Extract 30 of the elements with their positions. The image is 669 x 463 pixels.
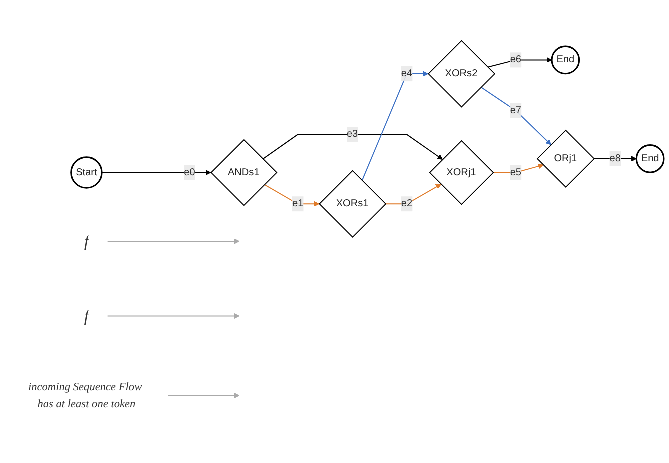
arrow <box>488 57 552 68</box>
arrow <box>168 392 240 398</box>
node-diamond: XORj1 <box>429 140 494 206</box>
edge-label: e3 <box>346 129 358 140</box>
edge-label: e1 <box>292 198 304 210</box>
edge-label: e6 <box>510 54 522 66</box>
node-circle: End <box>551 46 580 75</box>
arrow <box>262 134 444 160</box>
arrow <box>102 170 212 176</box>
arrow <box>386 184 442 205</box>
node-diamond: XORs2 <box>428 40 496 108</box>
edge-label: e8 <box>610 153 621 164</box>
arrow <box>108 314 240 320</box>
node-text: f <box>84 307 89 326</box>
arrow <box>480 86 552 146</box>
arrow <box>108 238 240 244</box>
edge-label: e5 <box>510 167 522 178</box>
node-diamond: XORs1 <box>319 170 387 238</box>
edge-label: e4 <box>401 68 413 80</box>
arrow <box>264 184 320 207</box>
edge-label: e0 <box>184 167 196 178</box>
edge-label: e7 <box>510 105 522 116</box>
node-circle: Start <box>70 156 103 189</box>
arrow <box>362 71 429 181</box>
node-text: f <box>84 232 89 251</box>
edge-label: e2 <box>401 198 413 210</box>
node-text: incoming Sequence Flow has at least one token <box>28 380 142 410</box>
node-circle: End <box>636 144 665 174</box>
node-diamond: ORj1 <box>536 130 596 188</box>
node-diamond: ANDs1 <box>210 139 278 206</box>
